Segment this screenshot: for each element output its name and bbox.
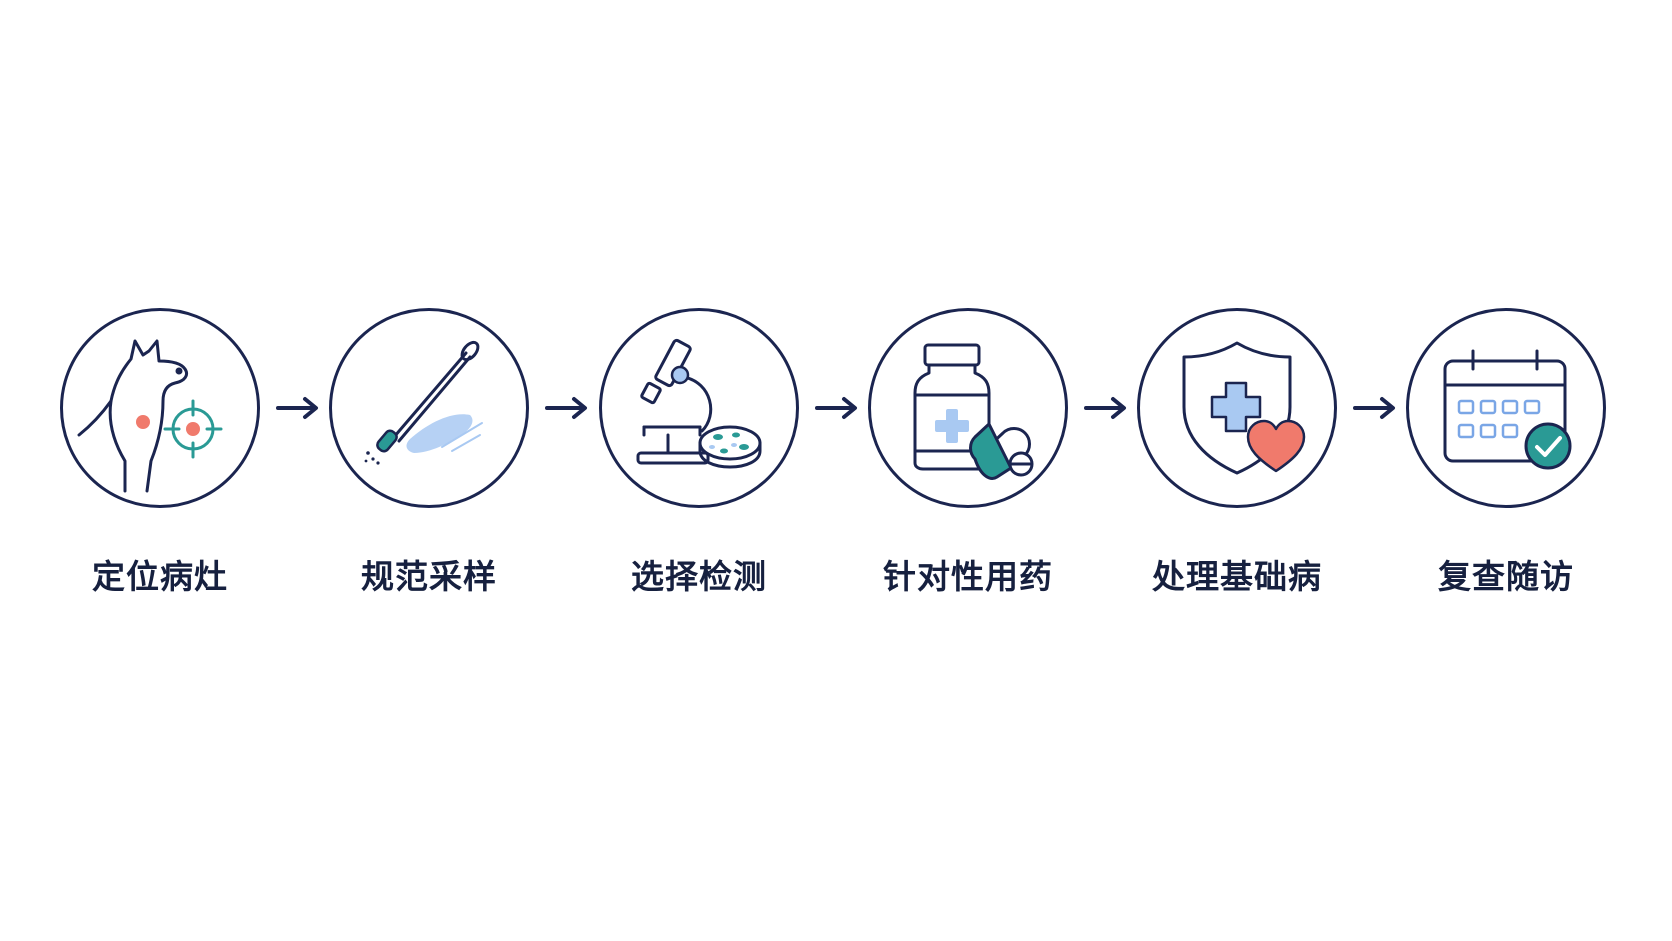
flow-arrow	[814, 396, 860, 420]
flow-arrow	[275, 396, 321, 420]
step-label: 复查随访	[1438, 557, 1574, 596]
step-circle	[599, 308, 799, 508]
medicine-bottle-pills-icon	[913, 343, 1034, 480]
step-label: 选择检测	[631, 557, 767, 596]
calendar-check-icon	[1443, 349, 1572, 470]
step-label: 针对性用药	[883, 557, 1053, 596]
step-standard-sampling: 规范采样	[324, 308, 534, 598]
step-circle	[60, 308, 260, 508]
step-circle	[1137, 308, 1337, 508]
step-recheck-follow-up: 复查随访	[1401, 308, 1611, 598]
flow-arrow	[1083, 396, 1129, 420]
shield-heart-icon	[1182, 341, 1306, 475]
step-locate-lesion: 定位病灶	[55, 308, 265, 598]
step-targeted-medication: 针对性用药	[863, 308, 1073, 598]
dog-lesion-target-icon	[77, 339, 223, 493]
flow-arrow	[1352, 396, 1398, 420]
swab-sample-icon	[364, 340, 483, 465]
step-circle	[1406, 308, 1606, 508]
step-label: 定位病灶	[92, 557, 228, 596]
microscope-petri-dish-icon	[636, 338, 762, 469]
step-label: 规范采样	[361, 557, 497, 596]
step-treat-underlying-disease: 处理基础病	[1132, 308, 1342, 598]
flow-arrow	[544, 396, 590, 420]
step-label: 处理基础病	[1152, 557, 1322, 596]
step-select-testing: 选择检测	[594, 308, 804, 598]
step-circle	[868, 308, 1068, 508]
step-circle	[329, 308, 529, 508]
